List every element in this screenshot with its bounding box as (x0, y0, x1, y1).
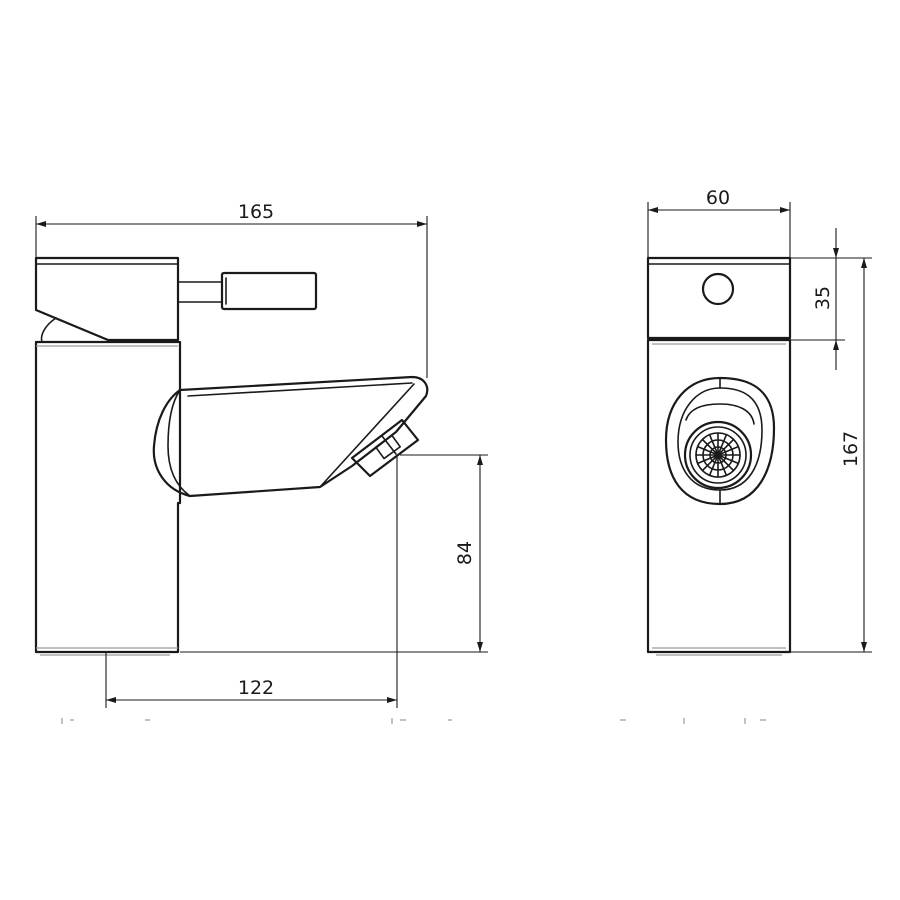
spout-inner-curve (167, 389, 191, 497)
lever-stem (177, 281, 223, 303)
handle-height-label: 35 (812, 286, 834, 310)
aerator-nozzle (350, 418, 420, 478)
dimension-overall-height: 167 (790, 257, 872, 653)
cap-curve (40, 317, 57, 343)
spout-reach-label: 122 (238, 677, 274, 699)
lever-grip (220, 271, 318, 311)
aerator-rim (689, 426, 747, 484)
spout-ring-outer (664, 376, 776, 506)
lever-end-circle (701, 272, 735, 306)
spout-height-label: 84 (454, 541, 476, 565)
aerator-housing (683, 420, 753, 490)
overall-width-label: 165 (238, 201, 274, 223)
aerator-tip (374, 434, 402, 460)
dimension-overall-width: 165 (35, 201, 428, 378)
side-view (34, 256, 429, 656)
body-depth-label: 60 (706, 187, 730, 209)
overall-height-label: 167 (840, 431, 862, 467)
dimension-handle-height: 35 (790, 228, 845, 370)
front-body (646, 338, 792, 654)
aerator-mesh-spokes (695, 432, 741, 478)
lever-handle-cap (34, 256, 180, 342)
clipped-text-artifacts (61, 718, 766, 724)
cap-chamfer (35, 309, 109, 341)
spout-chamfer (319, 383, 415, 488)
spout-ring-inner2 (685, 403, 755, 425)
spout-top-edge (187, 382, 413, 397)
front-handle-block (646, 256, 792, 340)
tap-body-outline (34, 340, 182, 654)
dimension-body-depth: 60 (647, 187, 791, 258)
spout-outline (152, 375, 429, 498)
dimension-spout-reach: 122 (105, 455, 398, 708)
dimension-spout-height: 84 (180, 454, 488, 653)
front-view (646, 256, 792, 656)
